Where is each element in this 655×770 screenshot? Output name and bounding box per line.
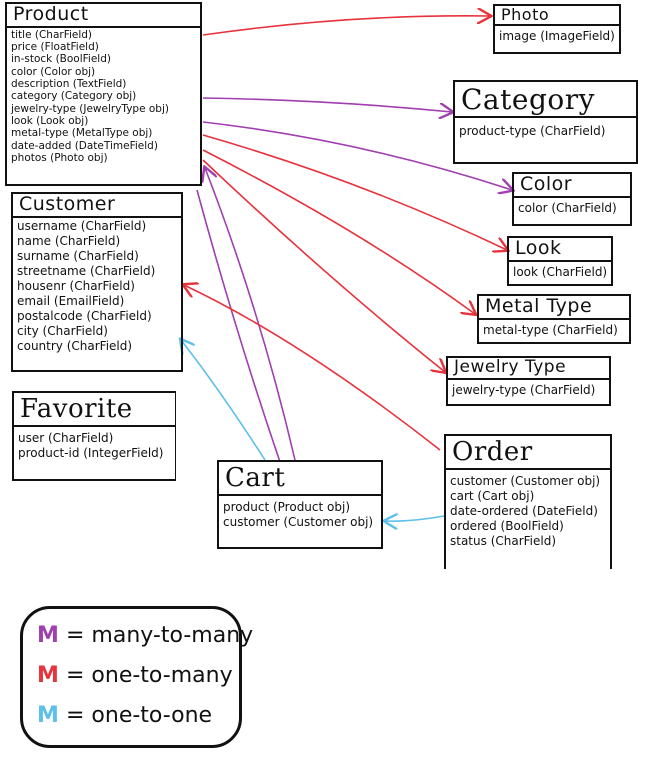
metaltype-entity: Metal Type metal-type (CharField) [477, 294, 631, 344]
customer-title: Customer [19, 193, 116, 215]
legend-label: = one-to-one [66, 703, 213, 728]
legend-label: = many-to-many [66, 623, 254, 648]
product-divider [7, 25, 200, 28]
product-field: title (CharField) [11, 28, 93, 41]
customer-field: postalcode (CharField) [17, 308, 152, 323]
line-product-color [202, 121, 512, 190]
look-entity: Look look (CharField) [507, 236, 613, 286]
favorite-field: user (CharField) [18, 430, 114, 445]
look-title: Look [515, 237, 562, 259]
cart-divider [219, 493, 381, 496]
product-field: price (FloatField) [11, 41, 99, 54]
order-divider [446, 467, 610, 470]
line-product-metaltype [202, 149, 475, 314]
product-field: photos (Photo obj) [11, 151, 108, 164]
order-field: ordered (BoolField) [450, 518, 564, 533]
favorite-field: product-id (IntegerField) [18, 445, 164, 460]
favorite-field-list: user (CharField) product-id (IntegerFiel… [14, 427, 175, 461]
favorite-entity: Favorite user (CharField) product-id (In… [12, 391, 176, 481]
customer-field: streetname (CharField) [17, 263, 156, 278]
customer-field: email (EmailField) [17, 293, 125, 308]
jewelrytype-divider [448, 377, 609, 380]
category-title: Category [461, 83, 595, 116]
metaltype-title: Metal Type [485, 295, 593, 317]
line-order-customer [184, 285, 441, 451]
look-divider [509, 259, 611, 262]
cart-field: product (Product obj) [223, 499, 351, 514]
line-product-jewelrytype [202, 159, 445, 372]
product-field: category (Category obj) [11, 90, 137, 103]
one-to-one-swatch: M [37, 703, 59, 728]
product-field: date-added (DateTimeField) [11, 139, 158, 152]
customer-field: surname (CharField) [17, 248, 139, 263]
product-entity: Product title (CharField) price (FloatFi… [5, 2, 202, 186]
line-product-photo [202, 16, 490, 36]
cart-entity: Cart product (Product obj) customer (Cus… [217, 460, 383, 549]
photo-divider [495, 24, 619, 27]
product-field-list: title (CharField) price (FloatField) in-… [7, 28, 200, 164]
product-field: description (TextField) [11, 78, 127, 91]
legend-label: = one-to-many [66, 663, 233, 688]
product-title: Product [13, 3, 89, 25]
legend-row-one-to-many: M = one-to-many [37, 663, 233, 688]
metaltype-field: metal-type (CharField) [483, 322, 618, 337]
favorite-title: Favorite [20, 394, 133, 424]
color-divider [514, 195, 630, 198]
line-product-category [202, 97, 452, 112]
product-field: look (Look obj) [11, 114, 89, 127]
customer-field-list: username (CharField) name (CharField) su… [13, 218, 181, 354]
customer-field: city (CharField) [17, 323, 108, 338]
product-field: color (Color obj) [11, 65, 96, 78]
customer-field: housenr (CharField) [17, 278, 135, 293]
photo-title: Photo [501, 5, 550, 24]
favorite-divider [14, 424, 175, 427]
product-field: in-stock (BoolField) [11, 53, 111, 66]
customer-entity: Customer username (CharField) name (Char… [11, 192, 183, 372]
order-field: customer (Customer obj) [450, 473, 601, 488]
line-cart-customer [181, 340, 266, 461]
line-cart-product [205, 168, 296, 461]
color-field: color (CharField) [518, 200, 617, 215]
look-field: look (CharField) [513, 264, 608, 279]
jewelrytype-title: Jewelry Type [454, 357, 567, 377]
one-to-many-swatch: M [37, 663, 59, 688]
color-title: Color [520, 173, 573, 195]
category-entity: Category product-type (CharField) [453, 80, 638, 164]
line-product-look [202, 134, 507, 250]
category-divider [455, 116, 636, 119]
order-field: status (CharField) [450, 533, 557, 548]
product-field: jewelry-type (JewelryType obj) [11, 102, 169, 115]
cart-field-list: product (Product obj) customer (Customer… [219, 496, 381, 530]
order-field-list: customer (Customer obj) cart (Cart obj) … [446, 470, 610, 549]
customer-field: name (CharField) [17, 233, 121, 248]
line-order-cart [385, 516, 445, 521]
color-entity: Color color (CharField) [512, 172, 632, 226]
jewelrytype-field: jewelry-type (CharField) [452, 382, 596, 397]
order-entity: Order customer (Customer obj) cart (Cart… [444, 434, 612, 569]
legend: M = many-to-many M = one-to-many M = one… [20, 606, 253, 748]
customer-field: country (CharField) [17, 338, 133, 353]
photo-field: image (ImageField) [499, 29, 615, 44]
legend-row-one-to-one: M = one-to-one [37, 703, 212, 728]
customer-divider [13, 215, 181, 218]
line-cart-product-2 [196, 189, 281, 463]
customer-field: username (CharField) [17, 218, 147, 233]
order-title: Order [452, 437, 533, 467]
order-field: cart (Cart obj) [450, 488, 535, 503]
metaltype-divider [479, 317, 629, 320]
category-field: product-type (CharField) [459, 124, 606, 139]
photo-entity: Photo image (ImageField) [493, 4, 621, 54]
legend-row-many-to-many: M = many-to-many [37, 623, 253, 648]
many-to-many-swatch: M [37, 623, 59, 648]
cart-title: Cart [225, 463, 286, 493]
jewelrytype-entity: Jewelry Type jewelry-type (CharField) [446, 356, 611, 406]
cart-field: customer (Customer obj) [223, 514, 374, 529]
product-field: metal-type (MetalType obj) [11, 127, 153, 140]
order-field: date-ordered (DateField) [450, 503, 598, 518]
